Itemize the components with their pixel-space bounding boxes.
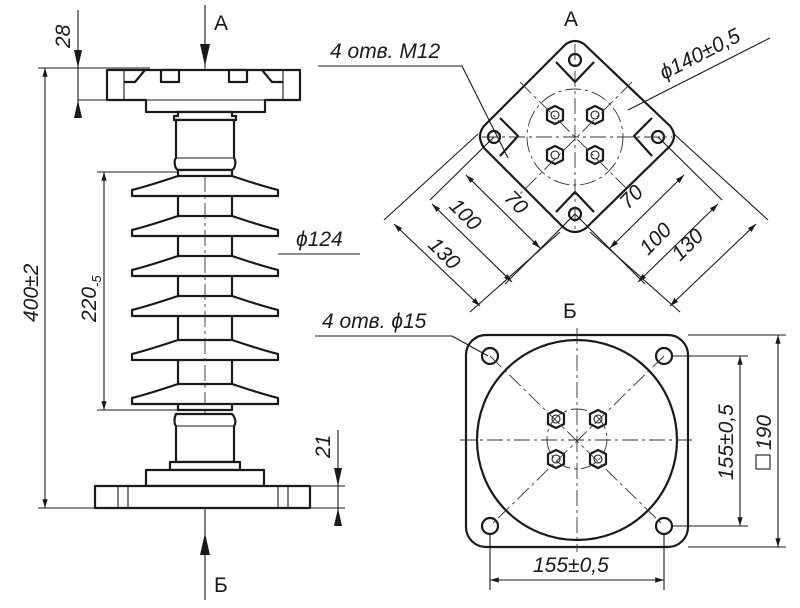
view-a-ear-left bbox=[499, 117, 520, 157]
dim-220-value: 220 bbox=[78, 287, 101, 323]
dim-28-text: 28 bbox=[52, 24, 75, 49]
insulator-side-view: А Б 28 400±2 220-5 ϕ124 21 bbox=[20, 5, 360, 600]
base-nut-br-hole bbox=[593, 454, 603, 464]
top-bolt-left bbox=[159, 68, 181, 84]
leader-15 bbox=[451, 335, 489, 357]
dim-220-subscript: -5 bbox=[89, 275, 104, 287]
dim-155v-text: 155±0,5 bbox=[715, 404, 738, 480]
view-a-nuts bbox=[545, 104, 605, 166]
nut-bl bbox=[545, 144, 565, 166]
leader-140-text: ϕ140±0,5 bbox=[656, 24, 745, 84]
section-a-label: А bbox=[214, 12, 228, 35]
dim-21-arrow-top bbox=[334, 468, 342, 486]
ext-r-1 bbox=[657, 136, 723, 201]
base-nut-bl-hole bbox=[551, 454, 561, 464]
view-a-label: А bbox=[564, 8, 578, 31]
dim-28-arrow-top bbox=[74, 50, 82, 68]
dim-r-130-text: 130 bbox=[667, 224, 708, 265]
view-b-axis-d2 bbox=[489, 355, 665, 527]
base-nut-bl bbox=[546, 448, 566, 470]
view-b-label: Б bbox=[563, 300, 577, 323]
nut-tl-hole bbox=[550, 110, 560, 120]
lower-cap bbox=[173, 412, 237, 464]
top-bolt-right bbox=[227, 68, 249, 84]
upper-neck-collar bbox=[172, 110, 238, 122]
insulator-sheds bbox=[130, 174, 280, 406]
dim-124-text: ϕ124 bbox=[296, 228, 343, 251]
lower-flange-hub bbox=[144, 468, 266, 488]
leader-m12-text: 4 отв. М12 bbox=[330, 40, 440, 63]
nut-tr bbox=[585, 104, 605, 126]
dim-28-arrow-bottom bbox=[74, 100, 82, 118]
leader-m12 bbox=[461, 65, 509, 159]
ext-r-2 bbox=[574, 213, 646, 285]
upper-cap bbox=[173, 118, 237, 172]
leader-15-text: 4 отв. ϕ15 bbox=[322, 310, 427, 333]
top-flange bbox=[105, 68, 302, 114]
lower-collar bbox=[168, 460, 242, 472]
ext-r-3 bbox=[673, 133, 769, 221]
section-b-label: Б bbox=[214, 574, 228, 597]
base-nut-tr bbox=[588, 408, 608, 430]
dim-l-100-text: 100 bbox=[444, 194, 485, 235]
base-nut-tl-hole bbox=[551, 414, 561, 424]
square-symbol bbox=[755, 454, 771, 470]
ext-l-4 bbox=[469, 231, 561, 313]
top-flange-slots bbox=[124, 69, 283, 84]
dim-l-130-text: 130 bbox=[423, 233, 464, 274]
nut-br bbox=[585, 144, 605, 166]
ext-l-2 bbox=[504, 213, 576, 285]
view-b: Б 4 отв. ϕ15 15 bbox=[315, 300, 786, 590]
dim-400-text: 400±2 bbox=[20, 263, 43, 322]
dim-21-text: 21 bbox=[312, 435, 335, 459]
ext-r-4 bbox=[589, 231, 681, 313]
base-plate bbox=[93, 484, 312, 510]
dim-190-text: 190 bbox=[753, 415, 776, 450]
dim-21-arrow-bottom bbox=[334, 508, 342, 526]
dim-155h-text: 155±0,5 bbox=[533, 554, 609, 577]
dim-l-130 bbox=[393, 223, 481, 307]
nut-br-hole bbox=[590, 150, 600, 160]
dim-r-130 bbox=[669, 223, 757, 307]
nut-tl bbox=[545, 104, 565, 126]
nut-tr-hole bbox=[590, 110, 600, 120]
section-a-arrow bbox=[200, 44, 210, 66]
dim-220-text: 220-5 bbox=[78, 275, 104, 323]
leader-140 bbox=[627, 37, 771, 111]
base-nut-tr-hole bbox=[593, 414, 603, 424]
view-a: А 4 отв. М12 bbox=[318, 8, 771, 313]
section-b-arrow bbox=[200, 533, 210, 555]
ext-l-1 bbox=[429, 136, 495, 201]
view-a-ear-right bbox=[632, 117, 653, 157]
ext-l-3 bbox=[383, 133, 479, 221]
